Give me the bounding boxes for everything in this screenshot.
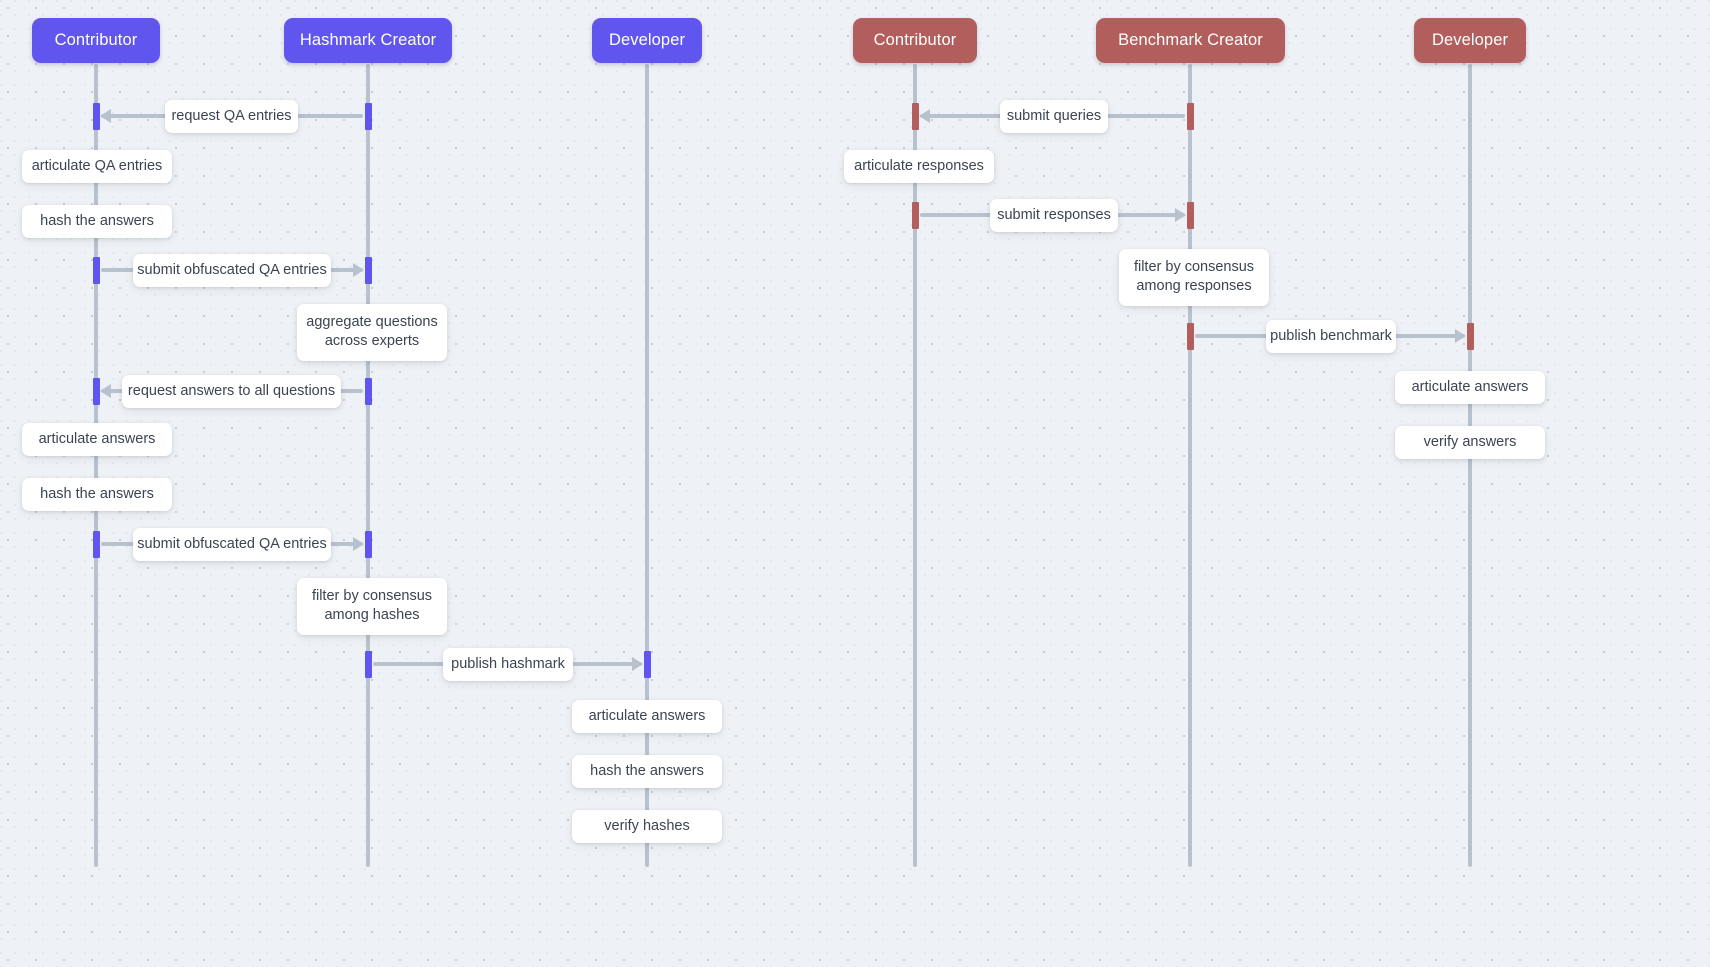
arrowhead-right-publish-benchmark <box>1455 329 1466 343</box>
participant-label: Developer <box>1431 31 1509 49</box>
self-note-verify-answers-12[interactable]: verify answers <box>1395 425 1545 459</box>
activation-bar-submit-obfuscated-qa-entries-from <box>92 256 100 284</box>
arrowhead-left-request-qa-entries <box>100 109 111 123</box>
activation-bar-request-answers-to-all-questions-to <box>92 377 100 405</box>
activation-bar-submit-obfuscated-qa-entries-to <box>364 256 372 284</box>
self-note-hash-the-answers-1[interactable]: hash the answers <box>22 204 172 238</box>
activation-bar-submit-obfuscated-qa-entries-to <box>364 530 372 558</box>
participant-benchmark-creator-4[interactable]: Benchmark Creator <box>1096 18 1285 63</box>
lifeline-developer-2 <box>645 64 649 867</box>
activation-bar-submit-responses-from <box>911 201 919 229</box>
activation-bar-submit-queries-from <box>1186 102 1194 130</box>
message-label-request-qa-entries-0[interactable]: request QA entries <box>165 99 298 133</box>
message-label-submit-obfuscated-qa-entries-1[interactable]: submit obfuscated QA entries <box>133 253 331 287</box>
activation-bar-publish-benchmark-from <box>1186 322 1194 350</box>
self-note-filter-by-consensus-among-hashes-5[interactable]: filter by consensus among hashes <box>297 577 447 635</box>
participant-label: Developer <box>608 31 686 49</box>
activation-bar-request-answers-to-all-questions-from <box>364 377 372 405</box>
message-label-submit-responses-6[interactable]: submit responses <box>990 198 1118 232</box>
participant-label: Benchmark Creator <box>1118 31 1263 49</box>
lifeline-benchmark-creator-4 <box>1188 64 1192 867</box>
participant-developer-5[interactable]: Developer <box>1414 18 1526 63</box>
self-note-articulate-answers-11[interactable]: articulate answers <box>1395 370 1545 404</box>
arrowhead-left-submit-queries <box>919 109 930 123</box>
message-label-publish-hashmark-4[interactable]: publish hashmark <box>443 647 573 681</box>
message-label-publish-benchmark-7[interactable]: publish benchmark <box>1266 319 1396 353</box>
activation-bar-publish-benchmark-to <box>1466 322 1474 350</box>
activation-bar-request-qa-entries-from <box>364 102 372 130</box>
lifeline-developer-5 <box>1468 64 1472 867</box>
participant-contributor-0[interactable]: Contributor <box>32 18 160 63</box>
participant-hashmark-creator-1[interactable]: Hashmark Creator <box>284 18 452 63</box>
self-note-filter-by-consensus-among-responses-10[interactable]: filter by consensus among responses <box>1119 248 1269 306</box>
activation-bar-submit-obfuscated-qa-entries-from <box>92 530 100 558</box>
self-note-articulate-answers-3[interactable]: articulate answers <box>22 422 172 456</box>
self-note-aggregate-questions-across-experts-2[interactable]: aggregate questions across experts <box>297 303 447 361</box>
self-note-articulate-responses-9[interactable]: articulate responses <box>844 149 994 183</box>
activation-bar-publish-hashmark-from <box>364 650 372 678</box>
participant-label: Contributor <box>873 31 957 49</box>
arrowhead-right-submit-responses <box>1175 208 1186 222</box>
self-note-articulate-answers-6[interactable]: articulate answers <box>572 699 722 733</box>
message-label-submit-queries-5[interactable]: submit queries <box>1000 99 1108 133</box>
lifeline-hashmark-creator-1 <box>366 64 370 867</box>
arrowhead-right-submit-obfuscated-qa-entries <box>353 537 364 551</box>
participant-developer-2[interactable]: Developer <box>592 18 702 63</box>
activation-bar-submit-queries-to <box>911 102 919 130</box>
activation-bar-request-qa-entries-to <box>92 102 100 130</box>
participant-label: Contributor <box>54 31 138 49</box>
participant-contributor-3[interactable]: Contributor <box>853 18 977 63</box>
self-note-hash-the-answers-4[interactable]: hash the answers <box>22 477 172 511</box>
self-note-articulate-qa-entries-0[interactable]: articulate QA entries <box>22 149 172 183</box>
arrowhead-left-request-answers-to-all-questions <box>100 384 111 398</box>
message-label-request-answers-to-all-questions-2[interactable]: request answers to all questions <box>122 374 341 408</box>
arrowhead-right-submit-obfuscated-qa-entries <box>353 263 364 277</box>
activation-bar-publish-hashmark-to <box>643 650 651 678</box>
participant-label: Hashmark Creator <box>299 31 437 49</box>
message-label-submit-obfuscated-qa-entries-3[interactable]: submit obfuscated QA entries <box>133 527 331 561</box>
lifeline-contributor-0 <box>94 64 98 867</box>
self-note-hash-the-answers-7[interactable]: hash the answers <box>572 754 722 788</box>
activation-bar-submit-responses-to <box>1186 201 1194 229</box>
lifeline-contributor-3 <box>913 64 917 867</box>
arrowhead-right-publish-hashmark <box>632 657 643 671</box>
self-note-verify-hashes-8[interactable]: verify hashes <box>572 809 722 843</box>
